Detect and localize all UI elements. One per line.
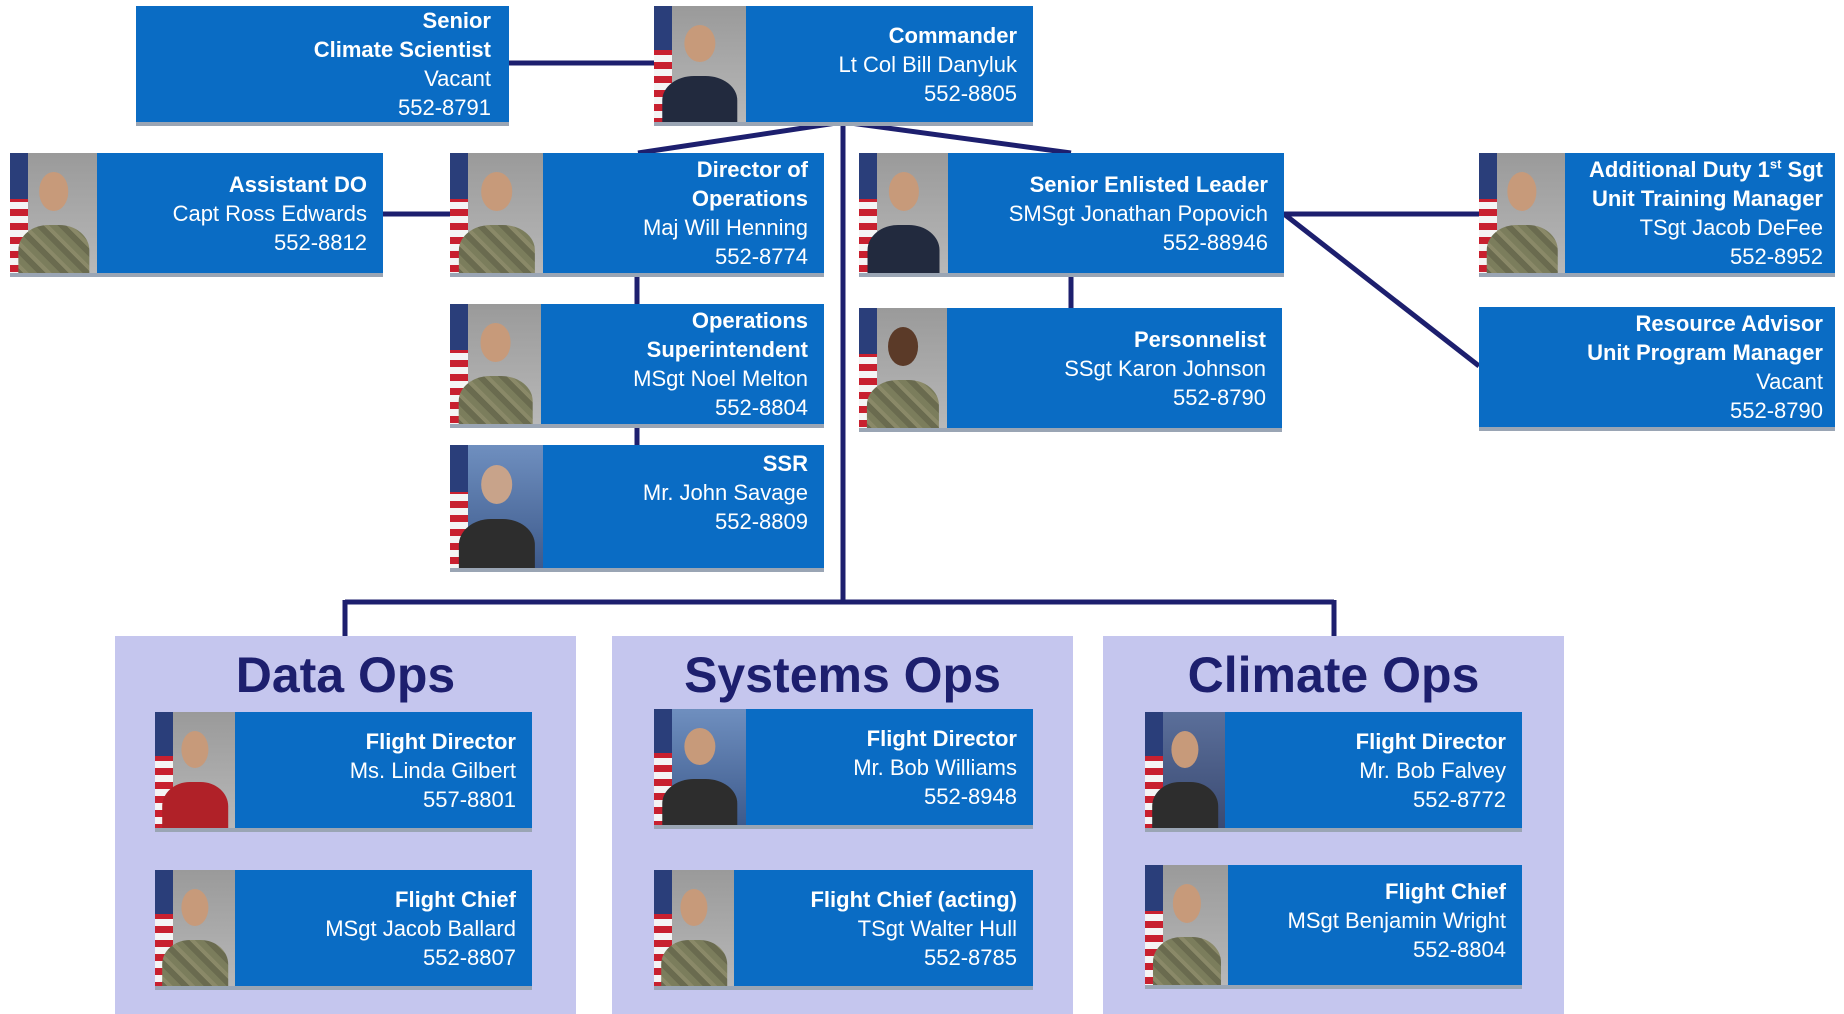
card-senior-climate-scientist[interactable]: Senior Climate Scientist Vacant 552-8791: [136, 6, 509, 126]
card-name: SMSgt Jonathan Popovich: [1008, 200, 1268, 226]
card-title: Personnelist: [1133, 326, 1266, 352]
card-title: Assistant DO: [228, 171, 367, 197]
card-title: Senior: [422, 8, 491, 33]
card-name: Vacant: [1756, 369, 1823, 394]
avatar: [10, 153, 97, 273]
avatar: [450, 304, 541, 424]
card-senior-enlisted-leader[interactable]: Senior Enlisted Leader SMSgt Jonathan Po…: [859, 153, 1284, 277]
card-ssr[interactable]: SSR Mr. John Savage 552-8809: [450, 445, 824, 572]
group-title: Climate Ops: [1187, 647, 1480, 703]
card-phone: 552-8804: [1413, 937, 1506, 962]
card-title: Resource Advisor: [1635, 311, 1823, 336]
avatar: [155, 712, 235, 828]
card-title: Operations: [691, 308, 808, 333]
card-phone: 552-8772: [1413, 786, 1506, 812]
card-commander[interactable]: Commander Lt Col Bill Danyluk 552-8805: [654, 6, 1033, 126]
card-title: Director of: [696, 157, 808, 182]
card-title: Commander: [888, 22, 1017, 48]
card-operations-superintendent[interactable]: Operations Superintendent MSgt Noel Melt…: [450, 304, 824, 428]
card-title: Flight Chief: [395, 886, 516, 912]
card-title: Unit Program Manager: [1587, 340, 1823, 365]
card-climate-flight-director[interactable]: Flight Director Mr. Bob Falvey 552-8772: [1145, 712, 1522, 832]
card-phone: 552-8952: [1730, 244, 1823, 269]
card-phone: 552-8785: [924, 944, 1017, 970]
group-title: Systems Ops: [684, 647, 1001, 703]
card-systems-flight-chief[interactable]: Flight Chief (acting) TSgt Walter Hull 5…: [654, 870, 1033, 990]
line-commander-do: [637, 119, 844, 156]
card-personnelist[interactable]: Personnelist SSgt Karon Johnson 552-8790: [859, 308, 1282, 432]
card-title: Flight Chief (acting): [810, 886, 1017, 912]
card-resource-advisor[interactable]: Resource Advisor Unit Program Manager Va…: [1479, 307, 1835, 431]
avatar: [859, 308, 947, 428]
card-name: SSgt Karon Johnson: [1064, 355, 1266, 381]
card-name: Capt Ross Edwards: [172, 200, 367, 226]
card-title: Flight Director: [866, 725, 1017, 751]
card-phone: 552-88946: [1162, 229, 1268, 255]
card-phone: 552-8805: [924, 80, 1017, 106]
card-title: Additional Duty 1st Sgt: [1588, 156, 1823, 182]
card-systems-flight-director[interactable]: Flight Director Mr. Bob Williams 552-894…: [654, 709, 1033, 829]
card-phone: 552-8790: [1173, 384, 1266, 410]
card-phone: 552-8809: [715, 509, 808, 534]
card-phone: 552-8790: [1730, 398, 1823, 423]
card-name: Vacant: [424, 66, 491, 91]
card-name: MSgt Benjamin Wright: [1287, 908, 1506, 933]
card-title: Superintendent: [646, 337, 808, 362]
avatar: [654, 709, 746, 825]
card-climate-flight-chief[interactable]: Flight Chief MSgt Benjamin Wright 552-88…: [1145, 865, 1522, 989]
avatar: [1479, 153, 1565, 273]
card-name: Ms. Linda Gilbert: [349, 757, 516, 783]
card-name: Mr. John Savage: [642, 480, 808, 505]
avatar: [1145, 865, 1228, 985]
card-phone: 552-8804: [715, 395, 808, 420]
avatar: [654, 6, 746, 122]
card-title: Climate Scientist: [313, 37, 491, 62]
card-name: TSgt Walter Hull: [857, 915, 1017, 941]
card-phone: 552-8774: [715, 244, 808, 269]
card-title: Operations: [691, 186, 808, 211]
card-phone: 552-8948: [924, 783, 1017, 809]
card-phone: 552-8812: [274, 229, 367, 255]
card-title: Flight Director: [365, 728, 516, 754]
card-name: Lt Col Bill Danyluk: [838, 51, 1017, 77]
card-title: Unit Training Manager: [1591, 186, 1823, 211]
card-phone: 557-8801: [423, 786, 516, 812]
card-title: Senior Enlisted Leader: [1029, 171, 1268, 197]
card-name: Maj Will Henning: [642, 215, 808, 240]
line-sel-resource: [1282, 212, 1481, 368]
card-director-of-operations[interactable]: Director of Operations Maj Will Henning …: [450, 153, 824, 277]
card-title: Flight Chief: [1385, 879, 1506, 904]
avatar: [654, 870, 734, 986]
card-name: Mr. Bob Williams: [853, 754, 1017, 780]
card-name: Mr. Bob Falvey: [1359, 757, 1506, 783]
line-commander-sel: [842, 119, 1072, 156]
card-data-flight-director[interactable]: Flight Director Ms. Linda Gilbert 557-88…: [155, 712, 532, 832]
card-first-sergeant[interactable]: Additional Duty 1st Sgt Unit Training Ma…: [1479, 153, 1835, 277]
card-assistant-do[interactable]: Assistant DO Capt Ross Edwards 552-8812: [10, 153, 383, 277]
avatar: [155, 870, 235, 986]
card-phone: 552-8807: [423, 944, 516, 970]
card-name: MSgt Noel Melton: [633, 366, 808, 391]
avatar: [1145, 712, 1225, 828]
avatar: [859, 153, 948, 273]
card-name: MSgt Jacob Ballard: [325, 915, 516, 941]
card-title: SSR: [762, 451, 808, 476]
group-title: Data Ops: [235, 647, 456, 703]
card-name: TSgt Jacob DeFee: [1639, 215, 1823, 240]
card-title: Flight Director: [1355, 728, 1506, 754]
card-phone: 552-8791: [398, 95, 491, 120]
avatar: [450, 153, 543, 273]
card-data-flight-chief[interactable]: Flight Chief MSgt Jacob Ballard 552-8807: [155, 870, 532, 990]
avatar: [450, 445, 543, 568]
